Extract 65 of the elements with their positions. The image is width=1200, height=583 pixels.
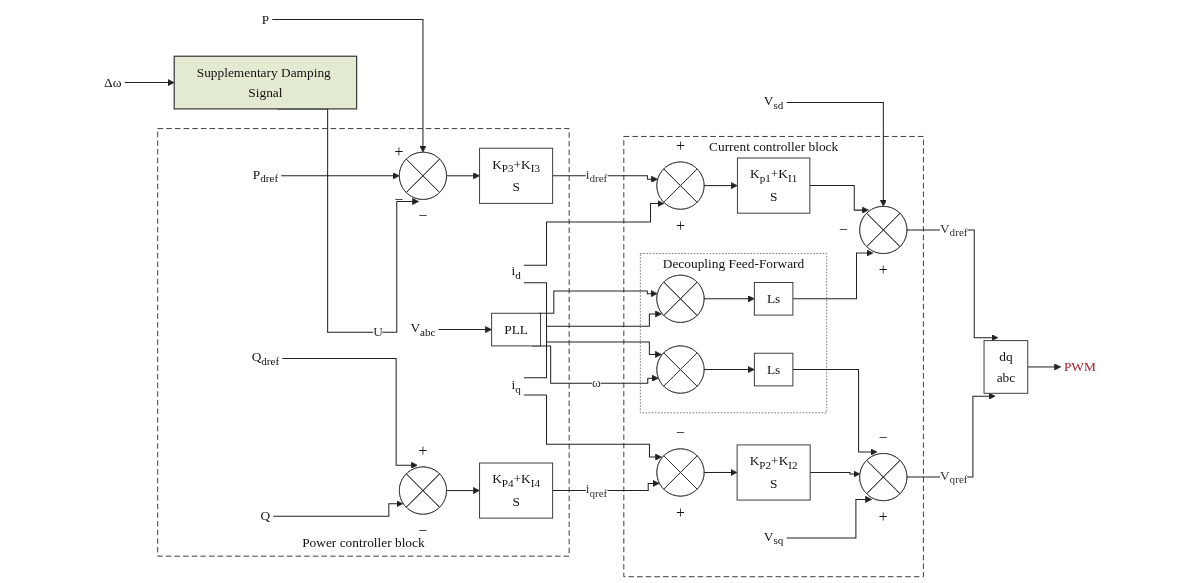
- sign-label: +: [676, 503, 685, 521]
- arrow: [438, 326, 492, 334]
- arrow: [809, 185, 869, 214]
- node-text: Q: [260, 508, 271, 524]
- edge-label: U: [373, 324, 383, 340]
- node-box: Ls: [753, 352, 794, 387]
- arrow: [446, 487, 480, 494]
- edge-label: V$_{qref}$: [939, 468, 968, 486]
- arrow: [271, 18, 427, 153]
- node-box: Supplementary Damping Signal: [173, 55, 358, 110]
- arrow: [703, 182, 738, 190]
- sign-label: +: [394, 143, 404, 161]
- node-box: K$_{P3}$+K$_{I3}$ S: [479, 147, 554, 204]
- arrow: [523, 200, 665, 266]
- arrow: [280, 172, 400, 180]
- node-text: V$_{abc}$: [410, 320, 436, 339]
- arrow: [552, 175, 658, 183]
- node-text: P$_{dref}$: [252, 166, 279, 185]
- arrow: [446, 172, 480, 180]
- arrow: [523, 282, 662, 358]
- arrow: [809, 470, 861, 478]
- node-text: Q$_{dref}$: [251, 349, 280, 368]
- arrow: [552, 480, 660, 492]
- arrow: [124, 79, 175, 87]
- arrow: [523, 310, 662, 379]
- node-box: K$_{P2}$+K$_{I2}$ S: [736, 444, 811, 501]
- node-text: V$_{sq}$: [763, 529, 784, 547]
- node-text: i$_{q}$: [511, 377, 521, 396]
- sign-label: −: [394, 191, 404, 209]
- sign-label: −: [418, 207, 428, 225]
- sign-label: −: [839, 221, 848, 239]
- node-box: dq abc: [983, 340, 1029, 394]
- sign-label: +: [676, 137, 685, 155]
- sign-label: −: [418, 521, 428, 539]
- arrow: [703, 469, 738, 476]
- node-box: K$_{p1}$+K$_{I1}$ S: [736, 157, 811, 214]
- sign-label: +: [676, 216, 685, 234]
- arrow: [786, 495, 873, 539]
- sign-label: +: [878, 508, 888, 526]
- edge-label: i$_{dref}$: [585, 166, 608, 185]
- node-box: PLL: [491, 312, 542, 347]
- arrow: [1027, 363, 1062, 371]
- node-text: i$_{d}$: [511, 263, 521, 282]
- arrow: [786, 101, 887, 207]
- arrow: [703, 295, 755, 303]
- arrow: [703, 366, 755, 373]
- arrow: [523, 394, 663, 461]
- edge-label: V$_{dref}$: [939, 221, 968, 239]
- sign-label: +: [878, 261, 888, 279]
- arrow: [272, 500, 404, 517]
- sign-label: −: [878, 428, 888, 446]
- sign-label: +: [418, 442, 428, 460]
- node-text: PWM: [1063, 359, 1096, 375]
- node-text: P: [261, 11, 270, 27]
- sign-label: −: [676, 424, 685, 442]
- arrow: [792, 369, 878, 456]
- arrow: [281, 357, 418, 469]
- node-box: K$_{P4}$+K$_{I4}$ S: [479, 462, 554, 519]
- node-text: V$_{sd}$: [763, 93, 784, 112]
- arrow: [792, 249, 874, 300]
- edge-label: ω: [592, 375, 601, 391]
- edge-label: i$_{qref}$: [585, 481, 608, 500]
- node-box: Ls: [753, 282, 794, 316]
- node-text: Δω: [104, 74, 122, 90]
- arrow: [538, 290, 658, 314]
